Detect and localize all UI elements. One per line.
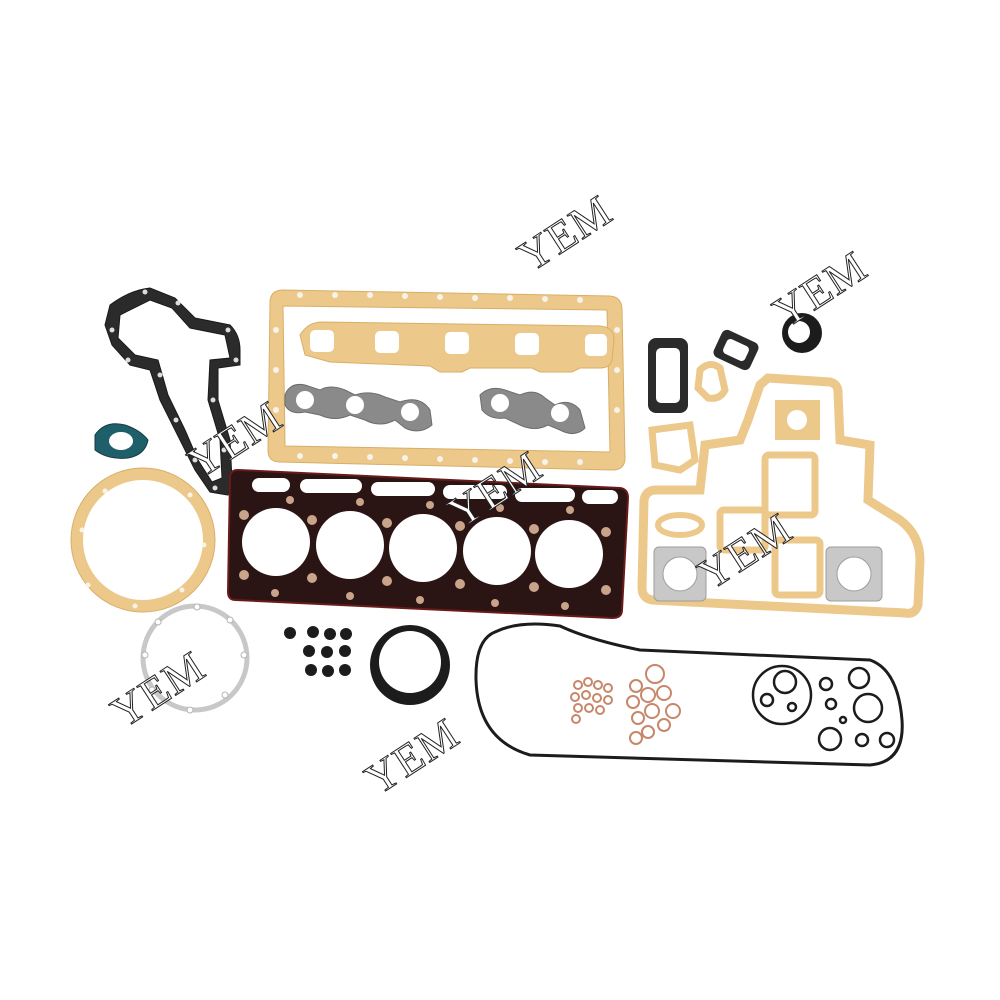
front-crank-seal — [782, 313, 822, 353]
cylinder-head-gasket — [226, 468, 630, 620]
valve-cover-o-ring — [474, 622, 904, 767]
intake-manifold-gasket — [299, 321, 615, 373]
rear-crank-seal — [370, 625, 450, 705]
thermostat-gasket — [94, 423, 149, 459]
timing-cover-gasket-set — [637, 361, 925, 618]
injector-pump-gasket — [653, 546, 883, 602]
valve-stem-seals — [284, 626, 352, 677]
exhaust-manifold-gasket — [284, 384, 586, 434]
silver-ring-gasket — [140, 603, 250, 714]
o-ring-set — [751, 664, 896, 752]
valve-cover-gasket — [648, 329, 759, 413]
oil-pan-gasket — [267, 289, 626, 471]
flywheel-housing-gasket — [70, 467, 216, 613]
copper-washers — [570, 664, 681, 745]
water-pump-gasket — [104, 287, 241, 496]
